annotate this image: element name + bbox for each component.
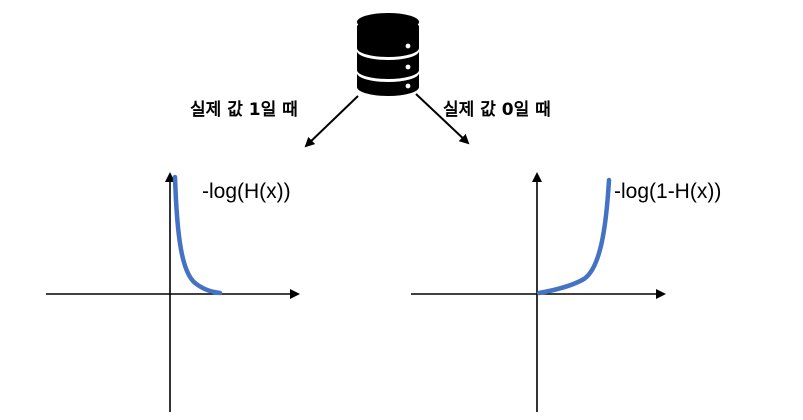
left-formula-label: -log(H(x))	[202, 180, 291, 203]
left-branch-arrow	[304, 95, 359, 148]
right-branch-arrow	[415, 93, 470, 145]
left-case-label: 실제 값 1일 때	[190, 100, 298, 120]
right-curve	[536, 177, 612, 296]
left-graph-axes	[46, 172, 300, 412]
database-icon	[357, 13, 419, 96]
left-curve	[172, 174, 223, 296]
right-case-label: 실제 값 0일 때	[443, 100, 551, 120]
right-formula-label: -log(1-H(x))	[614, 180, 721, 203]
